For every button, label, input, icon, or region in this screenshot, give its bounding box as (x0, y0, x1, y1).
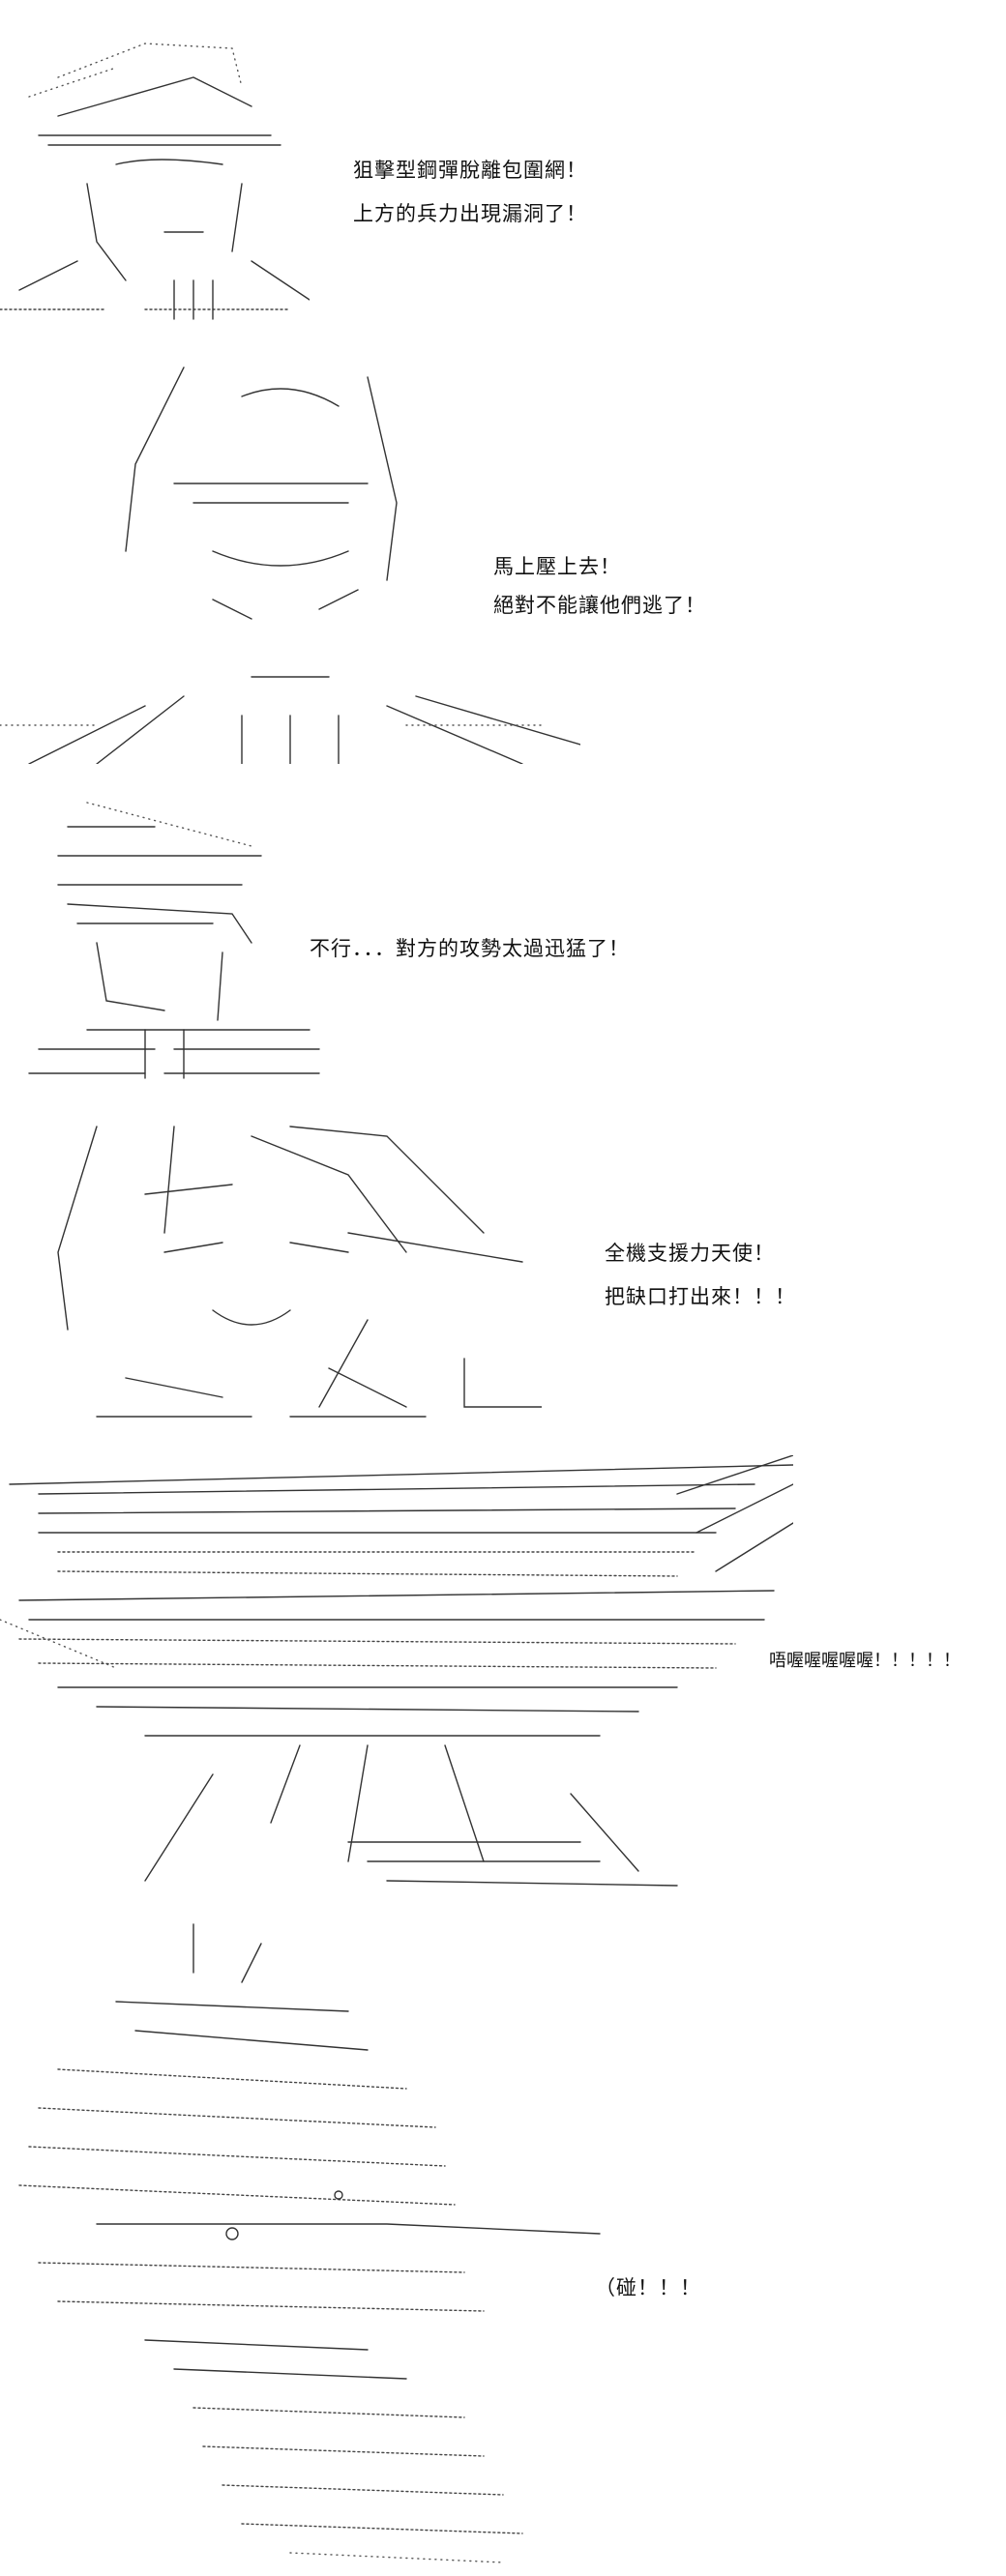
panel-2: 馬上壓上去！ 絕對不能讓他們逃了！ (0, 358, 1006, 774)
dialogue-line: 絕對不能讓他們逃了！ (493, 594, 706, 617)
ascii-art-mobile-suit-charge (0, 1455, 793, 1910)
dialogue-line: 不行．．．對方的攻勢太過迅猛了！ (310, 937, 630, 960)
dialogue-line: （碰！！！ (595, 2276, 701, 2299)
dialogue-line: 全機支援力天使！ (605, 1242, 775, 1265)
panel-3: 不行．．．對方的攻勢太過迅猛了！ (0, 788, 1006, 1098)
dialogue-line: 馬上壓上去！ (493, 555, 621, 578)
ascii-art-commander (0, 1117, 542, 1436)
dialogue-line: 上方的兵力出現漏洞了！ (353, 202, 587, 225)
dialogue-line: 唔喔喔喔喔喔！！！！！ (769, 1651, 961, 1671)
dialogue-line: 把缺口打出來！！！ (605, 1285, 796, 1308)
ascii-art-helmeted-pilot (0, 788, 329, 1088)
panel-1: 狙擊型鋼彈脫離包圍網！ 上方的兵力出現漏洞了！ (0, 0, 1006, 329)
ascii-art-explosion (0, 1915, 619, 2572)
panel-5: 唔喔喔喔喔喔！！！！！ (0, 1455, 1006, 1919)
ascii-art-soldier-cap (0, 19, 310, 329)
panel-4: 全機支援力天使！ 把缺口打出來！！！ (0, 1117, 1006, 1446)
dialogue-line: 狙擊型鋼彈脫離包圍網！ (353, 159, 587, 182)
panel-6: （碰！！！ (0, 1915, 1006, 2576)
ascii-art-long-hair-figure (0, 358, 580, 764)
